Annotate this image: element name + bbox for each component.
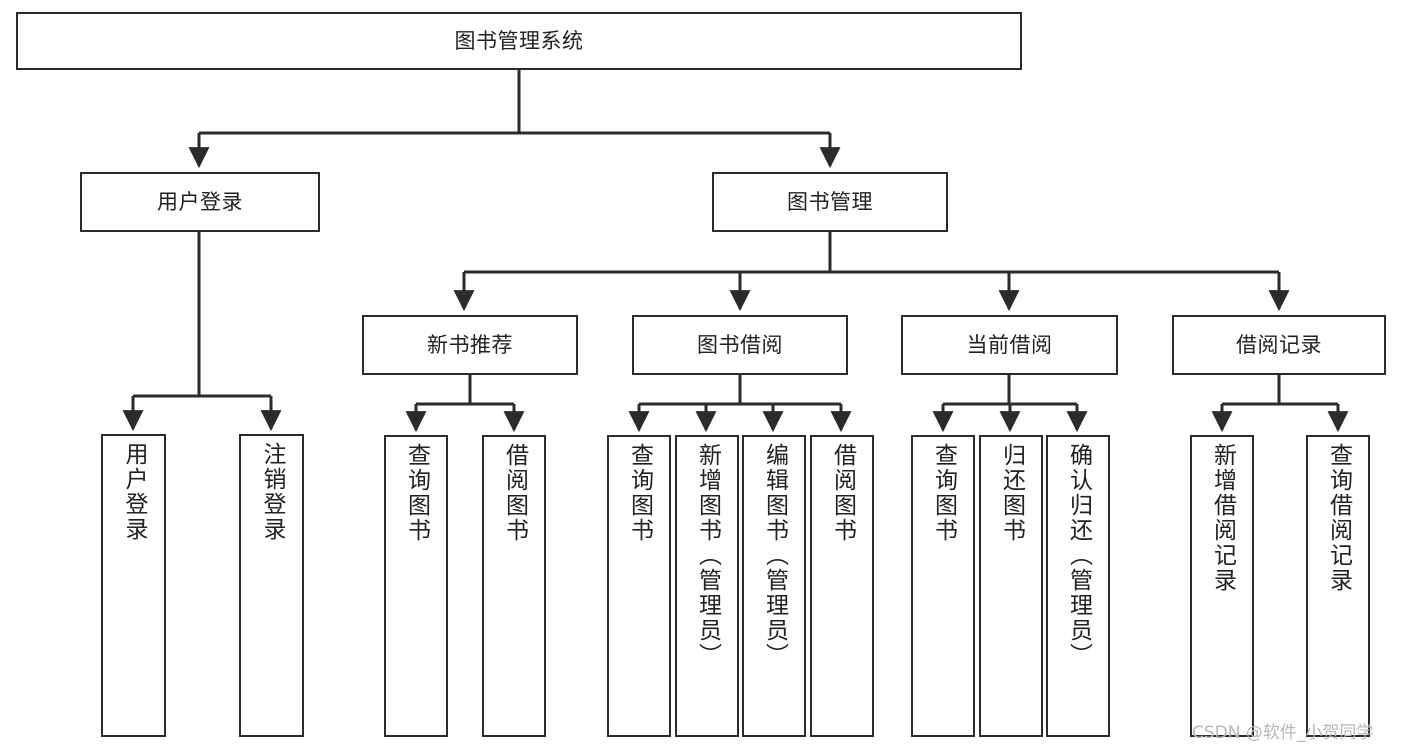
node-leaf-query-record-label: 查询借阅记录 bbox=[1325, 443, 1352, 593]
node-current-borrow-label: 当前借阅 bbox=[966, 332, 1053, 357]
node-root-label: 图书管理系统 bbox=[454, 28, 584, 53]
node-leaf-query-book-2-label: 查询图书 bbox=[626, 443, 653, 543]
node-leaf-borrow-book-2-label: 借阅图书 bbox=[829, 443, 856, 543]
node-leaf-edit-book-label: 编辑图书（管理员） bbox=[761, 443, 788, 668]
node-user-login-label: 用户登录 bbox=[157, 189, 243, 214]
csdn-watermark: CSDN @软件_小贺同学 bbox=[1192, 723, 1374, 743]
node-leaf-query-book-2[interactable]: 查询图书 bbox=[607, 435, 671, 737]
node-user-login[interactable]: 用户登录 bbox=[80, 172, 320, 232]
node-leaf-return-book[interactable]: 归还图书 bbox=[979, 435, 1043, 737]
node-leaf-edit-book[interactable]: 编辑图书（管理员） bbox=[742, 435, 806, 737]
node-current-borrow[interactable]: 当前借阅 bbox=[901, 315, 1118, 375]
node-new-book-recommend[interactable]: 新书推荐 bbox=[362, 315, 578, 375]
node-new-book-recommend-label: 新书推荐 bbox=[427, 332, 513, 357]
node-leaf-user-login-label: 用户登录 bbox=[121, 442, 147, 542]
node-leaf-query-record[interactable]: 查询借阅记录 bbox=[1306, 435, 1370, 737]
node-leaf-query-book-3-label: 查询图书 bbox=[930, 443, 957, 543]
node-leaf-confirm-return-label: 确认归还（管理员） bbox=[1065, 443, 1092, 668]
node-book-manage[interactable]: 图书管理 bbox=[712, 172, 948, 232]
node-leaf-user-logout[interactable]: 注销登录 bbox=[239, 434, 304, 737]
node-leaf-query-book-1[interactable]: 查询图书 bbox=[384, 435, 448, 737]
node-leaf-borrow-book-1-label: 借阅图书 bbox=[501, 443, 528, 543]
node-leaf-user-logout-label: 注销登录 bbox=[259, 442, 285, 542]
node-leaf-borrow-book-2[interactable]: 借阅图书 bbox=[810, 435, 874, 737]
node-leaf-add-record-label: 新增借阅记录 bbox=[1209, 443, 1236, 593]
node-leaf-user-login[interactable]: 用户登录 bbox=[101, 434, 166, 737]
node-leaf-confirm-return[interactable]: 确认归还（管理员） bbox=[1046, 435, 1110, 737]
node-book-borrow[interactable]: 图书借阅 bbox=[632, 315, 848, 375]
node-borrow-record[interactable]: 借阅记录 bbox=[1172, 315, 1386, 375]
node-leaf-add-book-label: 新增图书（管理员） bbox=[694, 443, 721, 668]
node-leaf-return-book-label: 归还图书 bbox=[998, 443, 1025, 543]
node-book-borrow-label: 图书借阅 bbox=[697, 332, 783, 357]
node-book-manage-label: 图书管理 bbox=[787, 189, 873, 214]
node-leaf-query-book-3[interactable]: 查询图书 bbox=[911, 435, 975, 737]
node-leaf-query-book-1-label: 查询图书 bbox=[403, 443, 430, 543]
node-leaf-borrow-book-1[interactable]: 借阅图书 bbox=[482, 435, 546, 737]
node-root[interactable]: 图书管理系统 bbox=[16, 12, 1022, 70]
node-borrow-record-label: 借阅记录 bbox=[1236, 332, 1322, 357]
node-leaf-add-record[interactable]: 新增借阅记录 bbox=[1190, 435, 1254, 737]
node-leaf-add-book[interactable]: 新增图书（管理员） bbox=[675, 435, 739, 737]
